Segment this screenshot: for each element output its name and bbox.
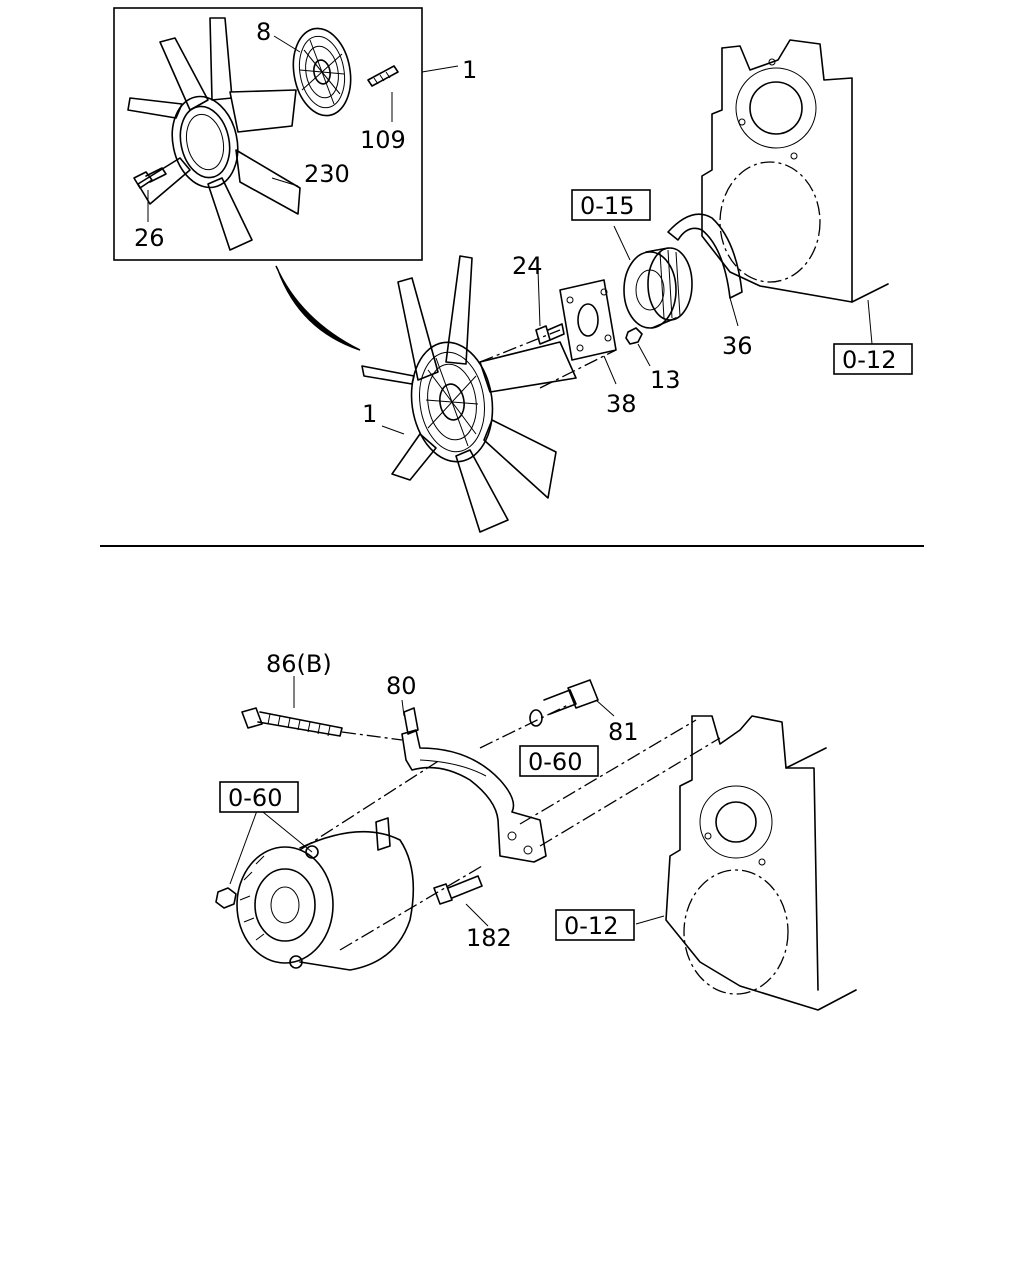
ref-box-0-60-right: [519, 745, 599, 777]
ref-box-0-60-left: [219, 781, 299, 813]
label-80: 80: [386, 672, 417, 700]
label-inset-1: 1: [462, 56, 477, 84]
pulley-cover: [667, 213, 743, 299]
ref-box-0-15: [571, 189, 651, 221]
inset-fan-clutch: [292, 27, 352, 117]
label-inset-109: 109: [360, 126, 406, 154]
bracket-bolt-81: [529, 679, 599, 727]
alternator-nut: [215, 887, 237, 909]
inset-bolt: [133, 167, 167, 189]
label-inset-26: 26: [134, 224, 165, 252]
adjusting-bracket: [401, 707, 547, 863]
label-38: 38: [606, 390, 637, 418]
ref-box-0-12-top: [833, 343, 913, 375]
adjust-long-bolt: [241, 707, 343, 737]
label-81: 81: [608, 718, 639, 746]
label-13: 13: [650, 366, 681, 394]
label-inset-8: 8: [256, 18, 271, 46]
label-1: 1: [362, 400, 377, 428]
fan-bolt: [535, 323, 565, 345]
label-24: 24: [512, 252, 543, 280]
label-inset-230: 230: [304, 160, 350, 188]
label-ref-0-12-top: 0-12: [842, 346, 896, 374]
fan-pulley: [623, 247, 693, 329]
inset-stud-bolt: [367, 65, 399, 87]
label-182: 182: [466, 924, 512, 952]
curved-reference-arrow: [275, 265, 361, 351]
label-ref-0-60-left: 0-60: [228, 784, 282, 812]
ref-box-0-12-bottom: [555, 909, 635, 941]
bottom-leader-lines: [229, 676, 721, 951]
label-ref-0-15: 0-15: [580, 192, 634, 220]
label-86b: 86(B): [266, 650, 332, 678]
inset-leaders: [147, 35, 459, 222]
label-ref-0-60-right: 0-60: [528, 748, 582, 776]
inset-fan-blade-assembly: [127, 17, 301, 251]
alternator: [236, 817, 415, 971]
fan-nut: [625, 327, 643, 345]
label-36: 36: [722, 332, 753, 360]
main-cooling-fan: [361, 255, 577, 533]
label-ref-0-12-bottom: 0-12: [564, 912, 618, 940]
bottom-engine-front-cover: [665, 715, 857, 1011]
top-leader-lines: [381, 225, 873, 435]
fan-spacer-plate: [559, 279, 617, 361]
top-engine-front-cover: [701, 39, 889, 303]
alternator-bolt-182: [433, 875, 483, 905]
